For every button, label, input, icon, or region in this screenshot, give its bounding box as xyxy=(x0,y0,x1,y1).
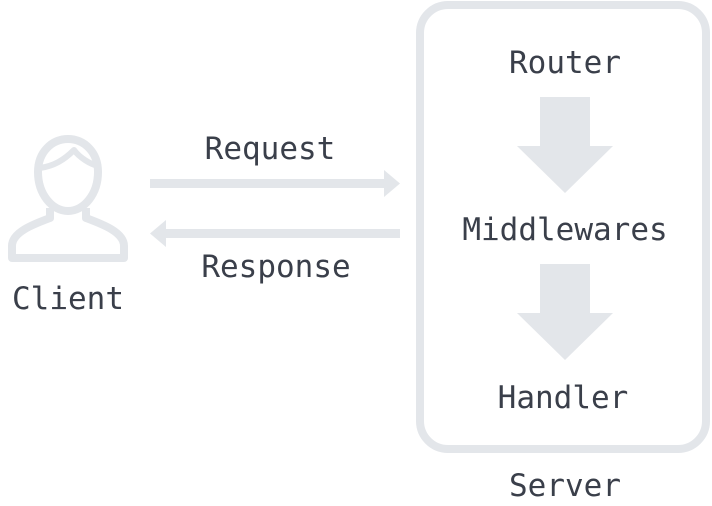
request-arrow xyxy=(150,170,400,197)
router-step-label: Router xyxy=(509,45,621,81)
client-person-icon xyxy=(8,134,128,262)
client-hair-icon xyxy=(39,147,99,171)
middlewares-step-label: Middlewares xyxy=(462,212,667,248)
response-arrow xyxy=(150,220,400,247)
response-label: Response xyxy=(201,249,350,285)
client-head-icon xyxy=(33,134,103,216)
router-to-middlewares-arrow xyxy=(517,97,613,193)
request-label: Request xyxy=(205,131,336,167)
client-label: Client xyxy=(12,281,124,317)
middlewares-to-handler-arrow xyxy=(517,264,613,360)
client-body-icon xyxy=(8,208,128,262)
server-label: Server xyxy=(509,468,621,504)
handler-step-label: Handler xyxy=(498,380,629,416)
server-box xyxy=(416,1,710,453)
